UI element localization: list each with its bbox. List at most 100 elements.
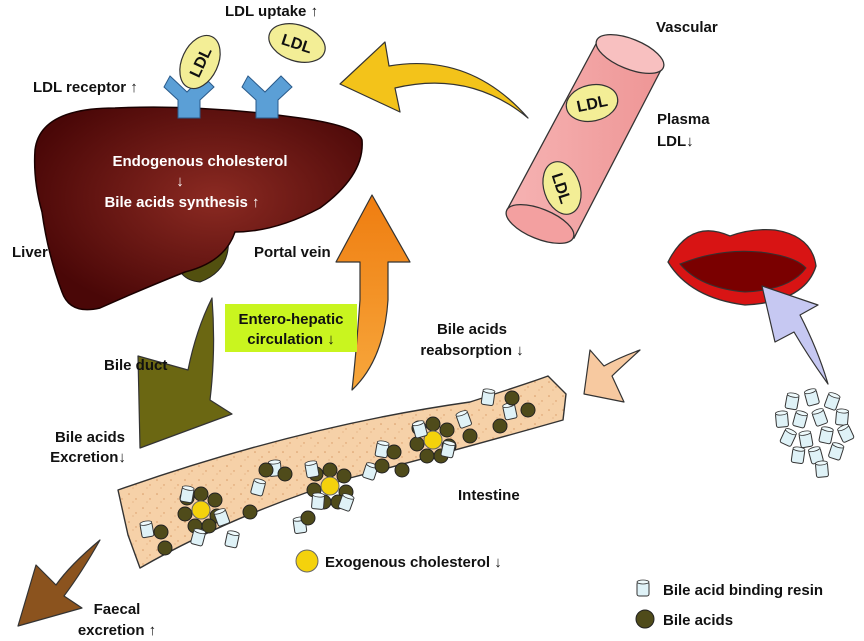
bile-acid-particle bbox=[462, 428, 478, 444]
bile-acids-synthesis-label: Bile acids synthesis ↑ bbox=[104, 194, 259, 211]
ldl-particle-label: LDL bbox=[575, 93, 609, 116]
resin-particle bbox=[250, 478, 267, 497]
resin-particle bbox=[213, 508, 230, 527]
resin-particle bbox=[792, 410, 809, 429]
circulation-label: circulation ↓ bbox=[247, 331, 335, 348]
bile-acid-particle bbox=[157, 540, 173, 556]
plasma-ldl-label: LDL↓ bbox=[657, 133, 694, 150]
blood-vessel bbox=[505, 33, 665, 245]
resin-particle bbox=[411, 420, 428, 439]
ldl-receptor-label: LDL receptor ↑ bbox=[33, 79, 138, 96]
resin-particle bbox=[798, 430, 814, 449]
cholesterol-particle bbox=[320, 476, 340, 496]
resin-cluster bbox=[775, 388, 855, 478]
bile-acid-particle bbox=[386, 444, 402, 460]
resin-particle bbox=[190, 528, 207, 547]
ldl-receptor-right bbox=[241, 75, 293, 119]
bile-acid-particle bbox=[300, 510, 316, 526]
resin-intake-arrow bbox=[761, 285, 829, 385]
ldl-uptake-label: LDL uptake ↑ bbox=[225, 3, 318, 20]
legend-resin-icon bbox=[636, 579, 650, 597]
bile-acid-particle bbox=[374, 458, 390, 474]
resin-particle bbox=[807, 446, 824, 465]
bile-duct-arrow bbox=[137, 297, 233, 449]
entero-hepatic-label: Entero-hepatic bbox=[238, 311, 343, 328]
liver-label: Liver bbox=[12, 244, 48, 261]
bile-acid-particle bbox=[201, 518, 217, 534]
ldl-particle: LDL bbox=[542, 161, 582, 215]
bile-acid-particle bbox=[425, 416, 441, 432]
resin-particle bbox=[818, 426, 834, 445]
bile-acid-particle bbox=[258, 462, 274, 478]
bile-acid-particle bbox=[277, 466, 293, 482]
endogenous-cholesterol-label: Endogenous cholesterol bbox=[112, 153, 287, 170]
resin-particle bbox=[811, 408, 828, 427]
ldl-particle: LDL bbox=[179, 34, 221, 90]
bile-acid-particle bbox=[492, 418, 508, 434]
ldl-particle: LDL bbox=[268, 23, 326, 63]
bile-acid-particle bbox=[504, 390, 520, 406]
vascular-label: Vascular bbox=[656, 19, 718, 36]
bile-acid-particle bbox=[193, 486, 209, 502]
cholesterol-particle bbox=[191, 500, 211, 520]
resin-particle bbox=[304, 460, 320, 479]
bile-acid-particle bbox=[409, 436, 425, 452]
resin-particle bbox=[224, 530, 240, 549]
portal-vein-arrow bbox=[335, 194, 411, 391]
mouth bbox=[667, 228, 817, 306]
resin-particle bbox=[440, 440, 456, 459]
cholesterol-key-icon bbox=[295, 549, 319, 573]
resin-particle bbox=[775, 410, 789, 428]
resin-particle bbox=[790, 446, 806, 465]
reabsorption-label-line1: Bile acids bbox=[437, 321, 507, 338]
reabsorption-label-line2: reabsorption ↓ bbox=[420, 342, 523, 359]
resin-particle bbox=[338, 493, 355, 512]
resin-particle bbox=[837, 424, 855, 443]
portal-vein-label: Portal vein bbox=[254, 244, 331, 261]
bile-acid-particle bbox=[419, 448, 435, 464]
ingestion-arrow bbox=[583, 349, 641, 403]
faecal-label-line1: Faecal bbox=[94, 601, 141, 618]
bile-duct-label: Bile duct bbox=[104, 357, 167, 374]
resin-particle bbox=[815, 460, 829, 478]
resin-particle bbox=[835, 408, 849, 426]
ldl-particle: LDL bbox=[565, 83, 619, 123]
resin-particle bbox=[311, 492, 325, 510]
legend-resin-label: Bile acid binding resin bbox=[663, 582, 823, 599]
legend-bile-acid-icon bbox=[635, 609, 655, 629]
resin-particle bbox=[824, 392, 841, 411]
legend: Bile acid binding resin Bile acids bbox=[635, 579, 823, 629]
legend-bile-acids-label: Bile acids bbox=[663, 612, 733, 629]
intestine-label: Intestine bbox=[458, 487, 520, 504]
uptake-arrow bbox=[339, 41, 529, 119]
faecal-label-line2: excretion ↑ bbox=[78, 622, 156, 639]
resin-particle bbox=[139, 520, 155, 539]
resin-particle bbox=[455, 410, 472, 429]
bile-acid-particle bbox=[439, 422, 455, 438]
bile-acid-particle bbox=[336, 468, 352, 484]
resin-particle bbox=[480, 388, 496, 407]
exogenous-cholesterol-label: Exogenous cholesterol ↓ bbox=[325, 554, 502, 571]
bile-acid-particle bbox=[520, 402, 536, 418]
resin-particle bbox=[784, 392, 800, 411]
cholesterol-particle bbox=[423, 430, 443, 450]
bile-acid-particle bbox=[153, 524, 169, 540]
resin-particle bbox=[803, 388, 820, 407]
resin-particle bbox=[179, 485, 195, 504]
bile-acid-particle bbox=[322, 462, 338, 478]
intestine-contents bbox=[139, 388, 536, 556]
plasma-label: Plasma bbox=[657, 111, 710, 128]
faecal-excretion-arrow bbox=[17, 539, 101, 627]
liver bbox=[33, 106, 363, 311]
down-arrow-label: ↓ bbox=[176, 173, 184, 190]
excretion-label-line1: Bile acids bbox=[55, 429, 125, 446]
bile-acid-particle bbox=[394, 462, 410, 478]
bile-acid-particle bbox=[242, 504, 258, 520]
resin-particle bbox=[779, 428, 797, 447]
bile-acid-particle bbox=[207, 492, 223, 508]
bile-acid-particle bbox=[177, 506, 193, 522]
entero-hepatic-box bbox=[225, 304, 357, 352]
resin-particle bbox=[828, 442, 845, 461]
excretion-label-line2: Excretion↓ bbox=[50, 449, 126, 466]
